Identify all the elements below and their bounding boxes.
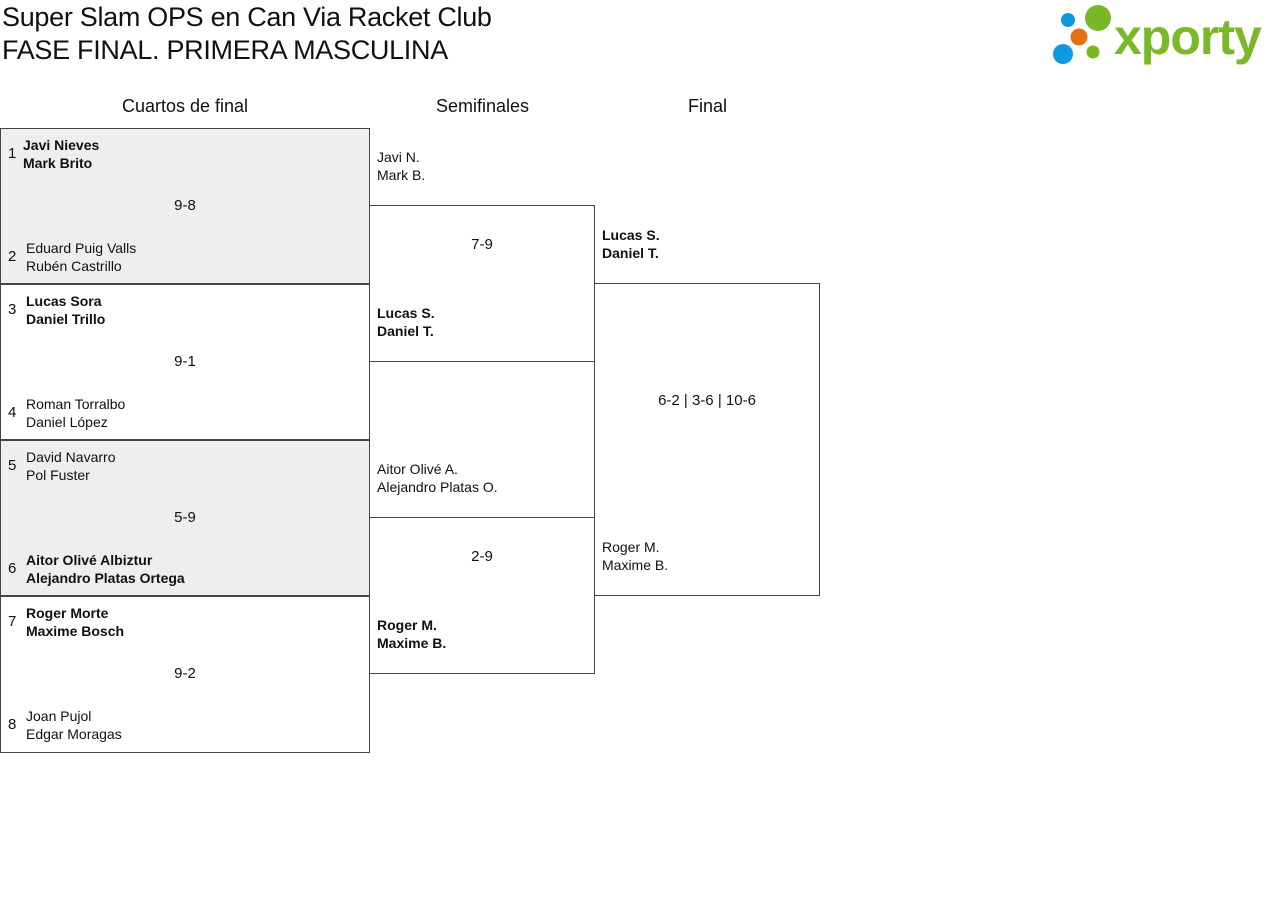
team-entry[interactable]: Aitor Olivé A. Alejandro Platas O. (377, 460, 498, 496)
seed-number: 3 (8, 301, 17, 318)
svg-text:xporty: xporty (1114, 9, 1262, 65)
seed-number: 2 (8, 248, 17, 265)
final-score: 6-2 | 3-6 | 10-6 (658, 392, 756, 409)
player-name: Lucas Sora (26, 293, 102, 309)
team-entry[interactable]: Roger M. Maxime B. (377, 616, 446, 652)
player-name: Mark Brito (23, 155, 93, 171)
player-name: Rubén Castrillo (26, 258, 122, 274)
player-name: Maxime Bosch (26, 623, 125, 639)
player-name: David Navarro (26, 449, 116, 465)
quarterfinal-match (0, 596, 370, 753)
player-name: Daniel T. (377, 323, 434, 339)
team-entry[interactable]: Roger M. Maxime B. (602, 538, 668, 574)
player-name: Eduard Puig Valls (26, 240, 137, 256)
team-entry[interactable]: Lucas S. Daniel T. (602, 226, 660, 262)
player-name: Roger M. (377, 617, 437, 633)
match-score: 5-9 (174, 509, 196, 526)
player-name: Maxime B. (377, 635, 447, 651)
match-score: 7-9 (471, 236, 493, 253)
match-score: 9-1 (174, 353, 196, 370)
quarterfinal-match (0, 284, 370, 440)
tournament-phase: FASE FINAL. PRIMERA MASCULINA (2, 35, 448, 65)
player-name: Daniel López (26, 414, 108, 430)
player-name: Aitor Olivé A. (377, 461, 458, 477)
player-name: Roger Morte (26, 605, 109, 621)
player-name: Daniel Trillo (26, 311, 106, 327)
seed-number: 6 (8, 560, 17, 577)
player-name: Daniel T. (602, 245, 659, 261)
match-score: 9-2 (174, 665, 196, 682)
match-score: 9-8 (174, 197, 196, 214)
seed-number: 1 (8, 145, 17, 162)
round-header-quarters: Cuartos de final (121, 96, 249, 116)
player-name: Alejandro Platas Ortega (26, 570, 185, 586)
player-name: Roman Torralbo (26, 396, 126, 412)
seed-number: 8 (8, 716, 17, 733)
player-name: Javi N. (377, 149, 420, 165)
round-header-semis: Semifinales (435, 96, 530, 116)
seed-number: 4 (8, 404, 17, 421)
player-name: Alejandro Platas O. (377, 479, 498, 495)
player-name: Pol Fuster (26, 467, 90, 483)
match-score: 2-9 (471, 548, 493, 565)
player-name: Aitor Olivé Albiztur (26, 552, 153, 568)
xporty-logo[interactable]: xporty (1050, 4, 1276, 66)
player-name: Mark B. (377, 167, 426, 183)
team-entry[interactable]: Javi N. Mark B. (377, 148, 425, 184)
quarterfinal-match (0, 440, 370, 596)
tournament-title: Super Slam OPS en Can Via Racket Club (2, 2, 492, 32)
seed-number: 7 (8, 613, 17, 630)
player-name: Roger M. (602, 539, 660, 555)
player-name: Javi Nieves (23, 137, 100, 153)
quarterfinal-match (0, 128, 370, 284)
seed-number: 5 (8, 457, 17, 474)
round-header-final: Final (687, 96, 727, 116)
player-name: Lucas S. (377, 305, 435, 321)
player-name: Lucas S. (602, 227, 660, 243)
team-entry[interactable]: Lucas S. Daniel T. (377, 304, 435, 340)
final-match (594, 283, 820, 596)
player-name: Joan Pujol (26, 708, 92, 724)
player-name: Maxime B. (602, 557, 669, 573)
player-name: Edgar Moragas (26, 726, 122, 742)
